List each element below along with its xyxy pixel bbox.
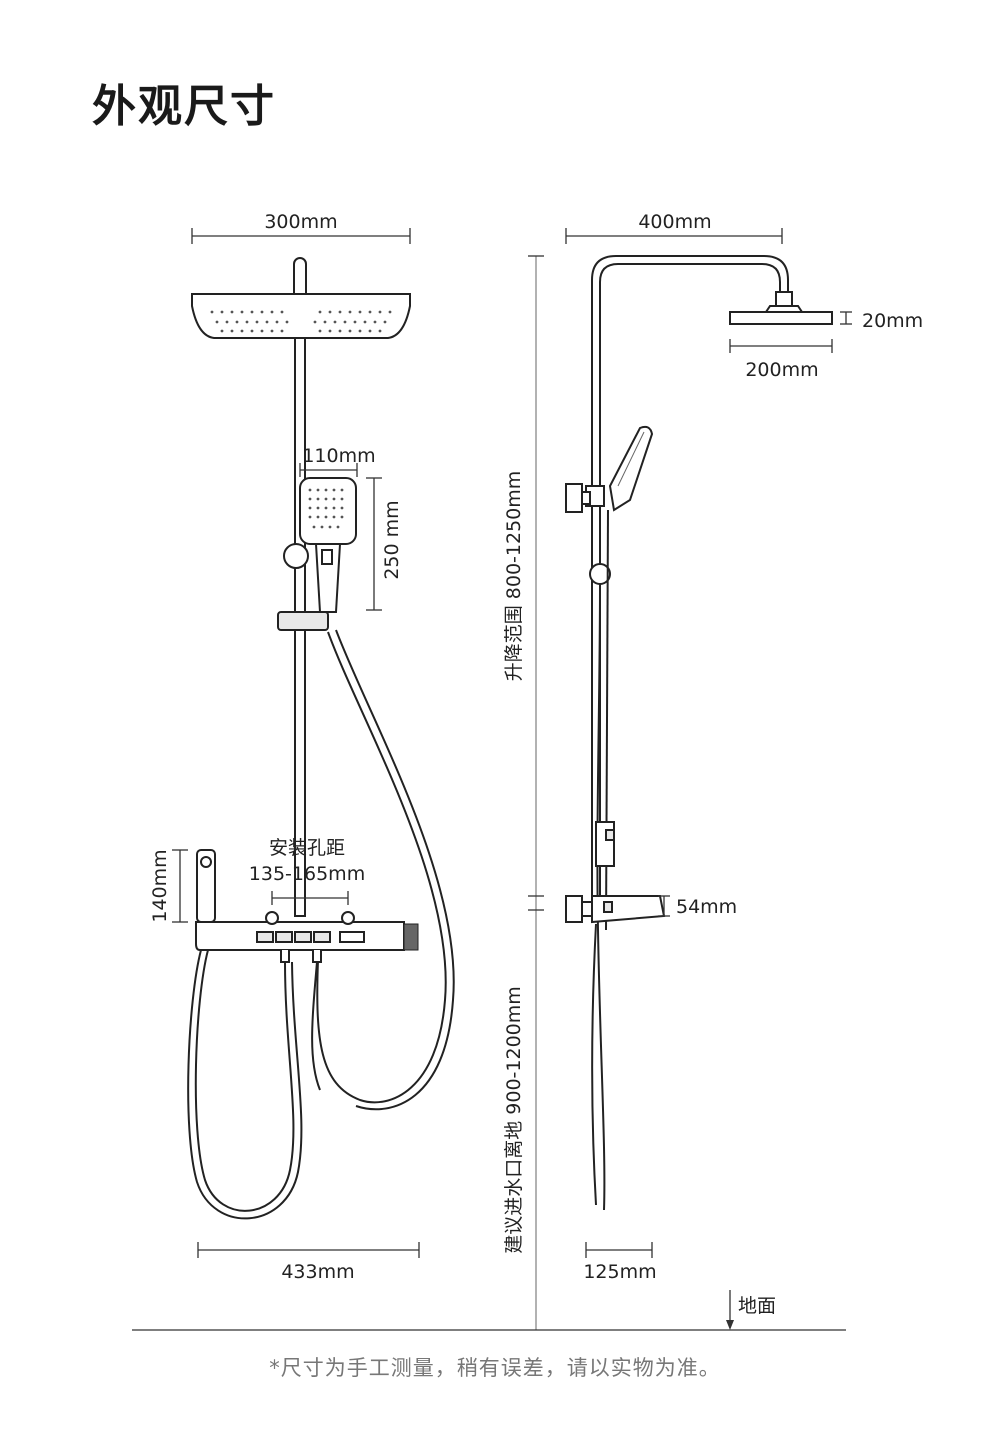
side-hand-shower — [565, 425, 654, 585]
hand-shower-height-label: 250 mm — [381, 500, 403, 579]
dim-total-width: 433mm — [197, 1242, 420, 1283]
hand-shower-hose — [316, 631, 447, 1104]
page-title: 外观尺寸 — [92, 81, 276, 132]
head-thickness-label: 20mm — [862, 310, 923, 332]
rain-shower-head — [191, 293, 411, 339]
dim-depth: 125mm — [583, 1242, 657, 1283]
vertical-dimensions: 升降范围 800-1250mm 建议进水口离地 900-1200mm — [503, 255, 544, 1330]
hand-shower — [283, 477, 357, 613]
shower-arm — [591, 255, 789, 901]
slider-bracket — [277, 611, 329, 631]
side-view: 400mm 20mm 200mm — [565, 211, 923, 1283]
dim-head-diameter: 200mm — [729, 339, 833, 381]
floor-label: 地面 — [738, 1295, 776, 1317]
dim-hand-shower-width: 110mm — [299, 445, 376, 477]
head-diameter-label: 200mm — [745, 359, 818, 381]
dim-mount-spacing — [271, 891, 349, 905]
thermostatic-panel — [195, 911, 419, 963]
inlet-hose-left — [194, 949, 295, 1212]
spout-height-label: 140mm — [149, 849, 171, 922]
side-diverter — [595, 821, 615, 867]
inlet-height-label: 建议进水口离地 900-1200mm — [503, 986, 525, 1254]
arm-reach-label: 400mm — [638, 211, 711, 233]
mount-spacing-value: 135-165mm — [249, 863, 365, 885]
footnote: *尺寸为手工测量，稍有误差，请以实物为准。 — [269, 1356, 721, 1380]
dim-head-thickness: 20mm — [840, 310, 923, 332]
inlet-hose-right — [311, 961, 321, 1091]
mount-spacing-title: 安装孔距 — [269, 837, 345, 859]
total-width-label: 433mm — [281, 1261, 354, 1283]
dim-arm-reach: 400mm — [565, 211, 783, 244]
lift-range-label: 升降范围 800-1250mm — [503, 471, 525, 682]
head-width-label: 300mm — [264, 211, 337, 233]
hand-shower-width-label: 110mm — [302, 445, 375, 467]
panel-thickness-label: 54mm — [676, 896, 737, 918]
dim-hand-shower-height: 250 mm — [366, 477, 403, 611]
depth-label: 125mm — [583, 1261, 656, 1283]
side-hose — [596, 583, 606, 1211]
dim-panel-thickness: 54mm — [658, 895, 737, 918]
front-view: 300mm — [149, 211, 455, 1283]
head-connector — [775, 291, 793, 307]
side-rain-head — [729, 311, 833, 325]
dim-spout-height: 140mm — [149, 849, 188, 923]
tub-spout — [196, 849, 216, 923]
side-panel — [565, 895, 666, 924]
floor: 地面 — [132, 1290, 846, 1331]
dim-head-width: 300mm — [191, 211, 411, 244]
